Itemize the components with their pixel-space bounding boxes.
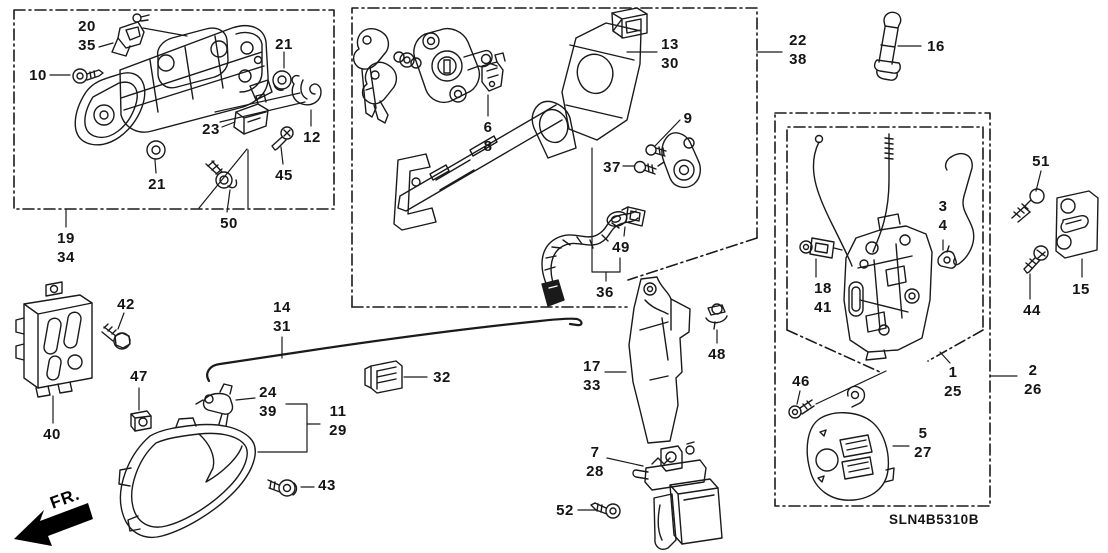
callout-23: 23 bbox=[202, 121, 220, 138]
callout-10: 10 bbox=[29, 67, 47, 84]
fr-direction-arrow bbox=[14, 503, 93, 546]
lock-latch-body-drawing bbox=[843, 213, 933, 361]
base-bracket-13-30-drawing bbox=[393, 7, 648, 231]
part-21-grommet-lower-drawing bbox=[146, 140, 166, 160]
callout-43: 43 bbox=[318, 477, 336, 494]
part-45-screw-drawing bbox=[271, 126, 294, 151]
callout-44: 44 bbox=[1023, 302, 1041, 319]
box-door-lock-inner-group bbox=[786, 126, 984, 373]
box-front-outer-handle-group bbox=[13, 9, 335, 210]
callout-2-26: 2 26 bbox=[1024, 362, 1042, 398]
callout-21b: 21 bbox=[148, 176, 166, 193]
callout-49: 49 bbox=[612, 239, 630, 256]
key-cylinder-drawing bbox=[393, 27, 498, 104]
callout-37: 37 bbox=[603, 159, 621, 176]
callout-11-29: 11 29 bbox=[329, 403, 347, 439]
part-46-screw-drawing bbox=[788, 399, 815, 419]
callout-5-27: 5 27 bbox=[914, 425, 932, 461]
callout-22-38: 22 38 bbox=[789, 32, 807, 68]
part-48-clip-drawing bbox=[705, 303, 728, 330]
part-32-clip-drawing bbox=[364, 360, 403, 394]
part-7-28-latch-switch-drawing bbox=[632, 441, 723, 550]
door-key-drawing bbox=[352, 27, 398, 124]
part-5-27-actuator-drawing bbox=[806, 385, 895, 501]
outer-door-handle-drawing bbox=[74, 24, 273, 146]
callout-24-39: 24 39 bbox=[259, 384, 277, 420]
part-11-29-inner-handle-bezel-drawing bbox=[118, 417, 256, 538]
part-15-striker-drawing bbox=[1055, 190, 1099, 259]
callout-7-28: 7 28 bbox=[586, 444, 604, 480]
part-37-screw-drawing bbox=[633, 160, 657, 175]
callout-16: 16 bbox=[927, 38, 945, 55]
part-9-crank-drawing bbox=[645, 132, 702, 189]
part-40-control-unit-drawing bbox=[15, 281, 93, 398]
part-16-lock-knob-drawing bbox=[873, 11, 902, 81]
part-23-sensor-drawing bbox=[233, 93, 269, 135]
callout-42: 42 bbox=[117, 296, 135, 313]
callout-13-30: 13 30 bbox=[661, 36, 679, 72]
part-20-35-clip-drawing bbox=[111, 13, 150, 57]
callout-47: 47 bbox=[130, 368, 148, 385]
callout-9: 9 bbox=[683, 110, 693, 127]
callout-20-35: 20 35 bbox=[78, 18, 96, 54]
part-21-grommet-upper-drawing bbox=[272, 70, 292, 91]
callout-51: 51 bbox=[1032, 153, 1050, 170]
callout-14-31: 14 31 bbox=[273, 299, 291, 335]
callout-3-4: 3 4 bbox=[938, 198, 948, 234]
callout-50: 50 bbox=[220, 215, 238, 232]
callout-45: 45 bbox=[275, 167, 293, 184]
part-43-screw-drawing bbox=[267, 479, 298, 497]
part-10-screw-drawing bbox=[72, 68, 104, 84]
part-14-31-rod-drawing bbox=[206, 317, 583, 383]
part-49-connector-drawing bbox=[606, 206, 646, 227]
part-24-39-clip-drawing bbox=[195, 383, 234, 427]
callout-46: 46 bbox=[792, 373, 810, 390]
part-50-bolt-drawing bbox=[205, 160, 238, 189]
callout-48: 48 bbox=[708, 346, 726, 363]
callout-40: 40 bbox=[43, 426, 61, 443]
callout-19-34: 19 34 bbox=[57, 230, 75, 266]
callout-36: 36 bbox=[596, 284, 614, 301]
callout-1-25: 1 25 bbox=[944, 364, 962, 400]
callout-12: 12 bbox=[303, 129, 321, 146]
part-6-8-switch-drawing bbox=[481, 52, 506, 92]
callout-18-41: 18 41 bbox=[814, 280, 832, 316]
callout-15: 15 bbox=[1072, 281, 1090, 298]
part-3-4-clip-drawing bbox=[937, 245, 957, 269]
part-18-41-clip-drawing bbox=[799, 237, 843, 259]
part-47-nut-drawing bbox=[130, 410, 152, 432]
part-52-screw-drawing bbox=[590, 502, 621, 519]
callout-17-33: 17 33 bbox=[583, 358, 601, 394]
part-42-bolt-drawing bbox=[101, 323, 131, 350]
part-51-screw-drawing bbox=[1011, 188, 1045, 223]
diagram-code: SLN4B5310B bbox=[889, 512, 980, 527]
box-lock-cylinder-base-group bbox=[351, 7, 758, 308]
harness-36-drawing bbox=[541, 210, 639, 307]
part-12-clip-drawing bbox=[291, 74, 322, 106]
box-door-lock-outer-group bbox=[774, 112, 991, 507]
part-17-33-protector-drawing bbox=[628, 276, 691, 444]
callout-6-8: 6 8 bbox=[483, 119, 493, 155]
callout-21a: 21 bbox=[275, 36, 293, 53]
callout-52: 52 bbox=[556, 502, 574, 519]
part-44-screw-drawing bbox=[1023, 245, 1049, 274]
callout-32: 32 bbox=[433, 369, 451, 386]
